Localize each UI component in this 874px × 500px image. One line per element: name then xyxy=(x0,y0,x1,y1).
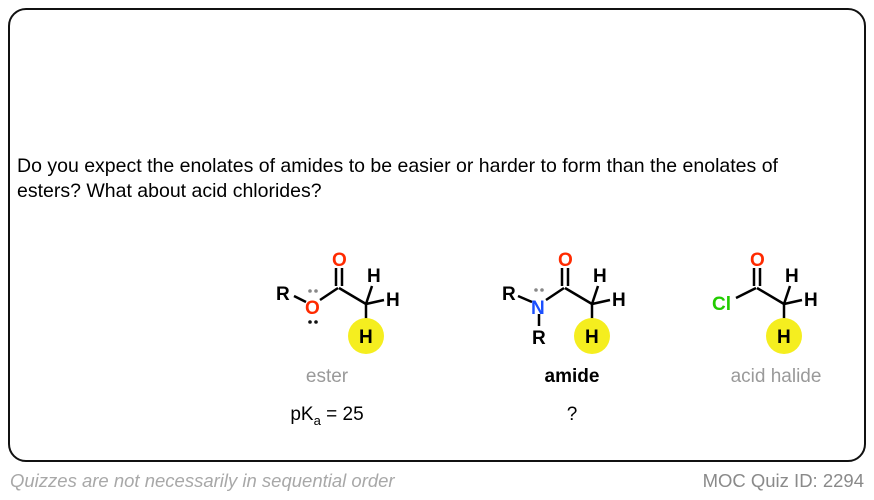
acidic-h-highlight xyxy=(766,318,802,354)
bond-c-h1 xyxy=(782,285,792,305)
acidic-h-highlight xyxy=(574,318,610,354)
atom-h1: H xyxy=(367,266,381,287)
lone-pair-dot xyxy=(314,289,318,293)
atom-h1: H xyxy=(593,266,607,287)
atom-h1: H xyxy=(785,266,799,287)
bond-c-ch xyxy=(338,286,367,306)
amide-pka: ? xyxy=(566,404,578,425)
atom-h3: H xyxy=(585,327,599,348)
atom-o-double: O xyxy=(332,250,347,271)
atom-o-double: O xyxy=(558,250,573,271)
bond-c-ch xyxy=(756,286,785,306)
quiz-id: MOC Quiz ID: 2294 xyxy=(702,470,864,491)
bond-n-c xyxy=(545,286,565,302)
quiz-card xyxy=(8,8,866,462)
atom-r2: R xyxy=(532,328,546,349)
atom-r: R xyxy=(276,284,290,305)
bond-c-h2 xyxy=(783,298,803,306)
lone-pair-dot xyxy=(540,288,544,292)
atom-o-single: O xyxy=(305,298,320,319)
bond-c-ch xyxy=(564,286,593,306)
bond-cl-c xyxy=(735,286,757,300)
bond-r-n xyxy=(517,294,533,304)
acidic-h-highlight xyxy=(348,318,384,354)
amide-label: amide xyxy=(544,366,600,387)
atom-n: N xyxy=(531,298,545,319)
amide-structure: R N R O H H H xyxy=(494,238,664,358)
acid-halide-structure: Cl O H H H xyxy=(690,238,860,358)
atom-r1: R xyxy=(502,284,516,305)
bond-c-h1 xyxy=(590,285,600,305)
atom-o-double: O xyxy=(750,250,765,271)
amide-diagram: R N R O H H H xyxy=(502,250,626,354)
atom-cl: Cl xyxy=(712,294,731,315)
bond-o-c xyxy=(319,286,339,302)
bond-c-h2 xyxy=(365,298,385,306)
atom-h2: H xyxy=(612,290,626,311)
pka-subscript: a xyxy=(313,412,321,428)
bond-c-h2 xyxy=(591,298,611,306)
footer-disclaimer: Quizzes are not necessarily in sequentia… xyxy=(10,470,395,491)
atom-h3: H xyxy=(359,327,373,348)
question-text: Do you expect the enolates of amides to … xyxy=(17,155,778,202)
bond-c-h1 xyxy=(364,285,374,305)
ester-label: ester xyxy=(305,366,349,387)
ester-pka: pKa = 25 xyxy=(237,404,417,428)
ester-structure: R O O H H H xyxy=(270,238,440,358)
bond-r-o xyxy=(293,294,307,304)
lone-pair-dot xyxy=(308,320,312,324)
acid-halide-diagram: Cl O H H H xyxy=(712,250,818,354)
atom-h2: H xyxy=(804,290,818,311)
pka-prefix: pK xyxy=(290,404,314,425)
acid-halide-label: acid halide xyxy=(730,366,822,387)
lone-pair-dot xyxy=(314,320,318,324)
atom-h2: H xyxy=(386,290,400,311)
pka-value: = 25 xyxy=(320,404,364,425)
ester-diagram: R O O H H H xyxy=(276,250,400,354)
lone-pair-dot xyxy=(308,289,312,293)
atom-h3: H xyxy=(777,327,791,348)
lone-pair-dot xyxy=(534,288,538,292)
